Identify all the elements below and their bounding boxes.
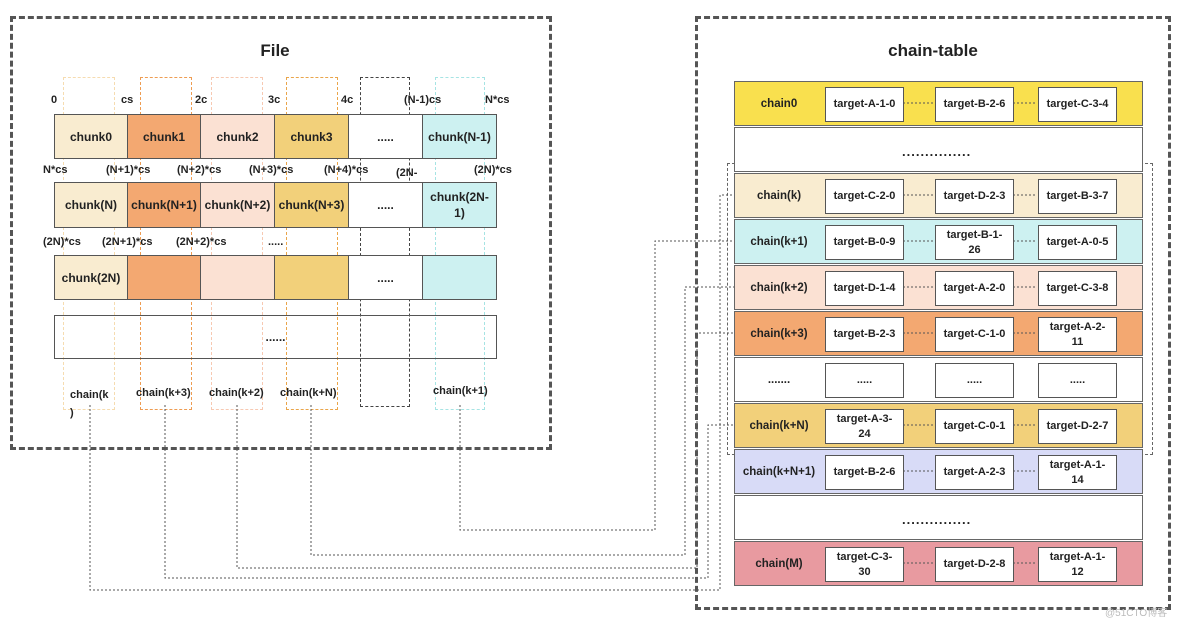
offset-label: 2c <box>195 94 208 106</box>
target-box: target-A-3- 24 <box>825 409 904 444</box>
chunk-cell: chunk(N+1) <box>127 182 201 228</box>
ellipsis: ............... <box>902 144 972 159</box>
target-box: target-C-3- 30 <box>825 547 904 582</box>
file-title: File <box>260 41 290 60</box>
target-box: target-A-2- 11 <box>1038 317 1117 352</box>
chunk-cell <box>127 255 201 300</box>
chain-name: chain(M) <box>755 557 803 570</box>
chunk-cell: chunk(N+2) <box>200 182 275 228</box>
target-box: target-C-0-1 <box>935 409 1014 444</box>
chunk-cell <box>200 255 275 300</box>
watermark: @51CTO博客 <box>1105 608 1168 619</box>
target-box: target-C-3-4 <box>1038 87 1117 122</box>
chunk-cell: chunk0 <box>54 114 128 159</box>
offset-label: (2N)*cs <box>43 236 81 248</box>
offset-label: 4c <box>341 94 354 106</box>
chain-row: chain0 target-A-1-0 target-B-2-6 target-… <box>734 81 1143 126</box>
offset-label: N*cs <box>485 94 510 106</box>
chain-table-title: chain-table <box>888 41 978 60</box>
chunk-cell: ..... <box>348 255 423 300</box>
chunk-cell: chunk(2N) <box>54 255 128 300</box>
chunk-cell <box>422 255 497 300</box>
target-box: target-C-3-8 <box>1038 271 1117 306</box>
chain-name: chain(k+3) <box>750 327 808 340</box>
offset-label: 3c <box>268 94 281 106</box>
chain-name: chain(k+2) <box>750 281 808 294</box>
target-box: ..... <box>825 363 904 398</box>
target-box: target-D-1-4 <box>825 271 904 306</box>
offset-label: (N+1)*cs <box>106 164 151 176</box>
target-box: target-A-1- 12 <box>1038 547 1117 582</box>
target-box: target-A-2-3 <box>935 455 1014 490</box>
target-box: target-B-3-7 <box>1038 179 1117 214</box>
chunk-cell: chunk(N) <box>54 182 128 228</box>
chain-row: chain(k+2) target-D-1-4 target-A-2-0 tar… <box>734 265 1143 310</box>
chain-name: chain(k) <box>756 189 802 202</box>
target-box: target-A-0-5 <box>1038 225 1117 260</box>
target-box: target-B-2-6 <box>935 87 1014 122</box>
chunk-cell: chunk1 <box>127 114 201 159</box>
chain-name: chain(k+N+1) <box>742 465 816 478</box>
chain-name: chain(k+1) <box>750 235 808 248</box>
offset-label: (2N+1)*cs <box>102 236 153 248</box>
chunk-cell: ..... <box>348 114 423 159</box>
offset-label: cs <box>121 94 134 106</box>
chunk-cell: chunk(N+3) <box>274 182 349 228</box>
target-box: target-D-2-8 <box>935 547 1014 582</box>
column-chain-label: chain(k+3) <box>136 387 191 399</box>
chunk-cell: chunk(N-1) <box>422 114 497 159</box>
target-box: target-A-1- 14 <box>1038 455 1117 490</box>
chain-row-ellipsis: ............... <box>734 127 1143 172</box>
target-box: target-A-2-0 <box>935 271 1014 306</box>
target-box: target-B-0-9 <box>825 225 904 260</box>
chain-name: chain(k+N) <box>749 419 809 432</box>
offset-label: ..... <box>268 236 284 248</box>
offset-label: (2N+2)*cs <box>176 236 227 248</box>
target-box: target-B-1- 26 <box>935 225 1014 260</box>
chain-row: chain(k+N) target-A-3- 24 target-C-0-1 t… <box>734 403 1143 448</box>
target-box: target-A-1-0 <box>825 87 904 122</box>
ellipsis: ............... <box>902 512 972 527</box>
chunk-cell: chunk(2N- 1) <box>422 182 497 228</box>
target-box: ..... <box>935 363 1014 398</box>
offset-label: 0 <box>51 94 58 106</box>
target-box: target-B-2-3 <box>825 317 904 352</box>
chain-row: chain(k) target-C-2-0 target-D-2-3 targe… <box>734 173 1143 218</box>
offset-label: (N-1)cs <box>404 94 442 106</box>
chain-row: ....... ..... ..... ..... <box>734 357 1143 402</box>
target-box: target-C-2-0 <box>825 179 904 214</box>
target-box: target-B-2-6 <box>825 455 904 490</box>
offset-label: N*cs <box>43 164 68 176</box>
column-chain-label: chain(k+N) <box>280 387 337 399</box>
offset-label: (N+3)*cs <box>249 164 294 176</box>
chain-row: chain(k+N+1) target-B-2-6 target-A-2-3 t… <box>734 449 1143 494</box>
target-box: target-C-1-0 <box>935 317 1014 352</box>
offset-label: (2N)*cs <box>474 164 512 176</box>
column-chain-label: chain(k+2) <box>209 387 264 399</box>
chain-row: chain(k+1) target-B-0-9 target-B-1- 26 t… <box>734 219 1143 264</box>
target-box: target-D-2-7 <box>1038 409 1117 444</box>
chain-row: chain(k+3) target-B-2-3 target-C-1-0 tar… <box>734 311 1143 356</box>
chunk-cell: ..... <box>348 182 423 228</box>
chain-row: chain(M) target-C-3- 30 target-D-2-8 tar… <box>734 541 1143 586</box>
chain-row-ellipsis: ............... <box>734 495 1143 540</box>
target-box: ..... <box>1038 363 1117 398</box>
target-box: target-D-2-3 <box>935 179 1014 214</box>
column-chain-label: chain(k+1) <box>433 385 488 397</box>
chunk-cell: chunk3 <box>274 114 349 159</box>
chain-name: ....... <box>767 373 791 386</box>
chain-name: chain0 <box>760 97 798 110</box>
chunk-cell: chunk2 <box>200 114 275 159</box>
chunk-row-ellipsis: ...... <box>54 315 497 359</box>
offset-label: (N+2)*cs <box>177 164 222 176</box>
offset-label: (N+4)*cs <box>324 164 369 176</box>
column-chain-label: chain(k ) <box>70 389 109 419</box>
chunk-cell <box>274 255 349 300</box>
